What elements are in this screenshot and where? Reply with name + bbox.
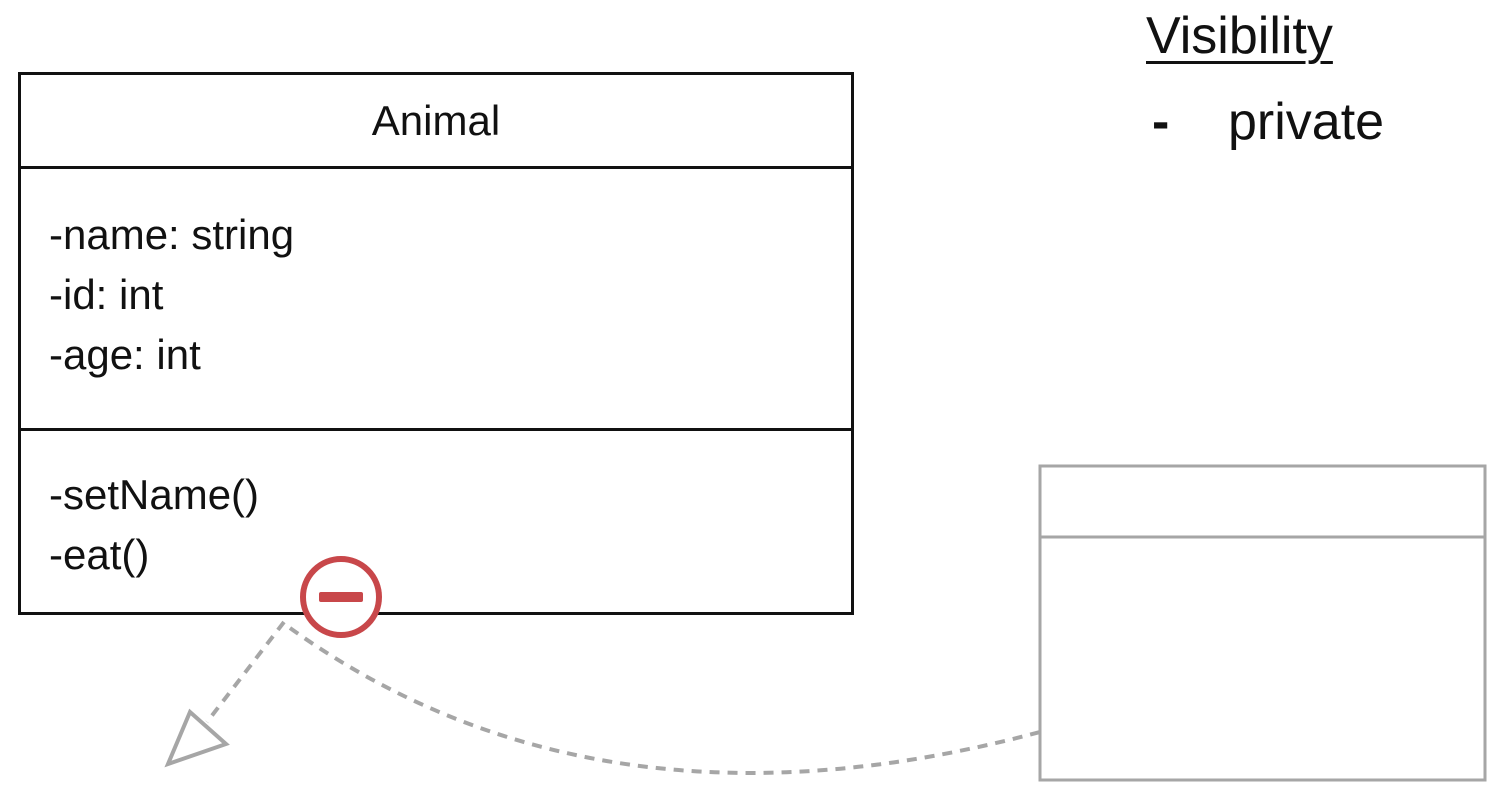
uml-class-box: Animal -name: string -id: int -age: int … bbox=[18, 72, 854, 615]
legend-symbol: - bbox=[1152, 93, 1170, 151]
generalization-arrow bbox=[164, 620, 286, 768]
attributes-compartment: -name: string -id: int -age: int bbox=[21, 169, 851, 431]
legend-title: Visibility bbox=[1146, 7, 1333, 65]
operations-compartment: -setName() -eat() bbox=[21, 431, 851, 585]
faded-class-box bbox=[1038, 464, 1487, 782]
operation-item: -setName() bbox=[49, 471, 260, 518]
attribute-item: -age: int bbox=[49, 331, 201, 378]
legend-label: private bbox=[1228, 93, 1385, 151]
attribute-item: -name: string bbox=[49, 211, 295, 258]
operation-item: -eat() bbox=[49, 531, 150, 578]
minus-circle-icon bbox=[300, 556, 382, 638]
attribute-item: -id: int bbox=[49, 271, 164, 318]
hollow-triangle-icon bbox=[164, 708, 230, 768]
class-name: Animal bbox=[21, 75, 851, 169]
legend-item-private: - private bbox=[1152, 92, 1384, 152]
association-line bbox=[288, 626, 1041, 775]
